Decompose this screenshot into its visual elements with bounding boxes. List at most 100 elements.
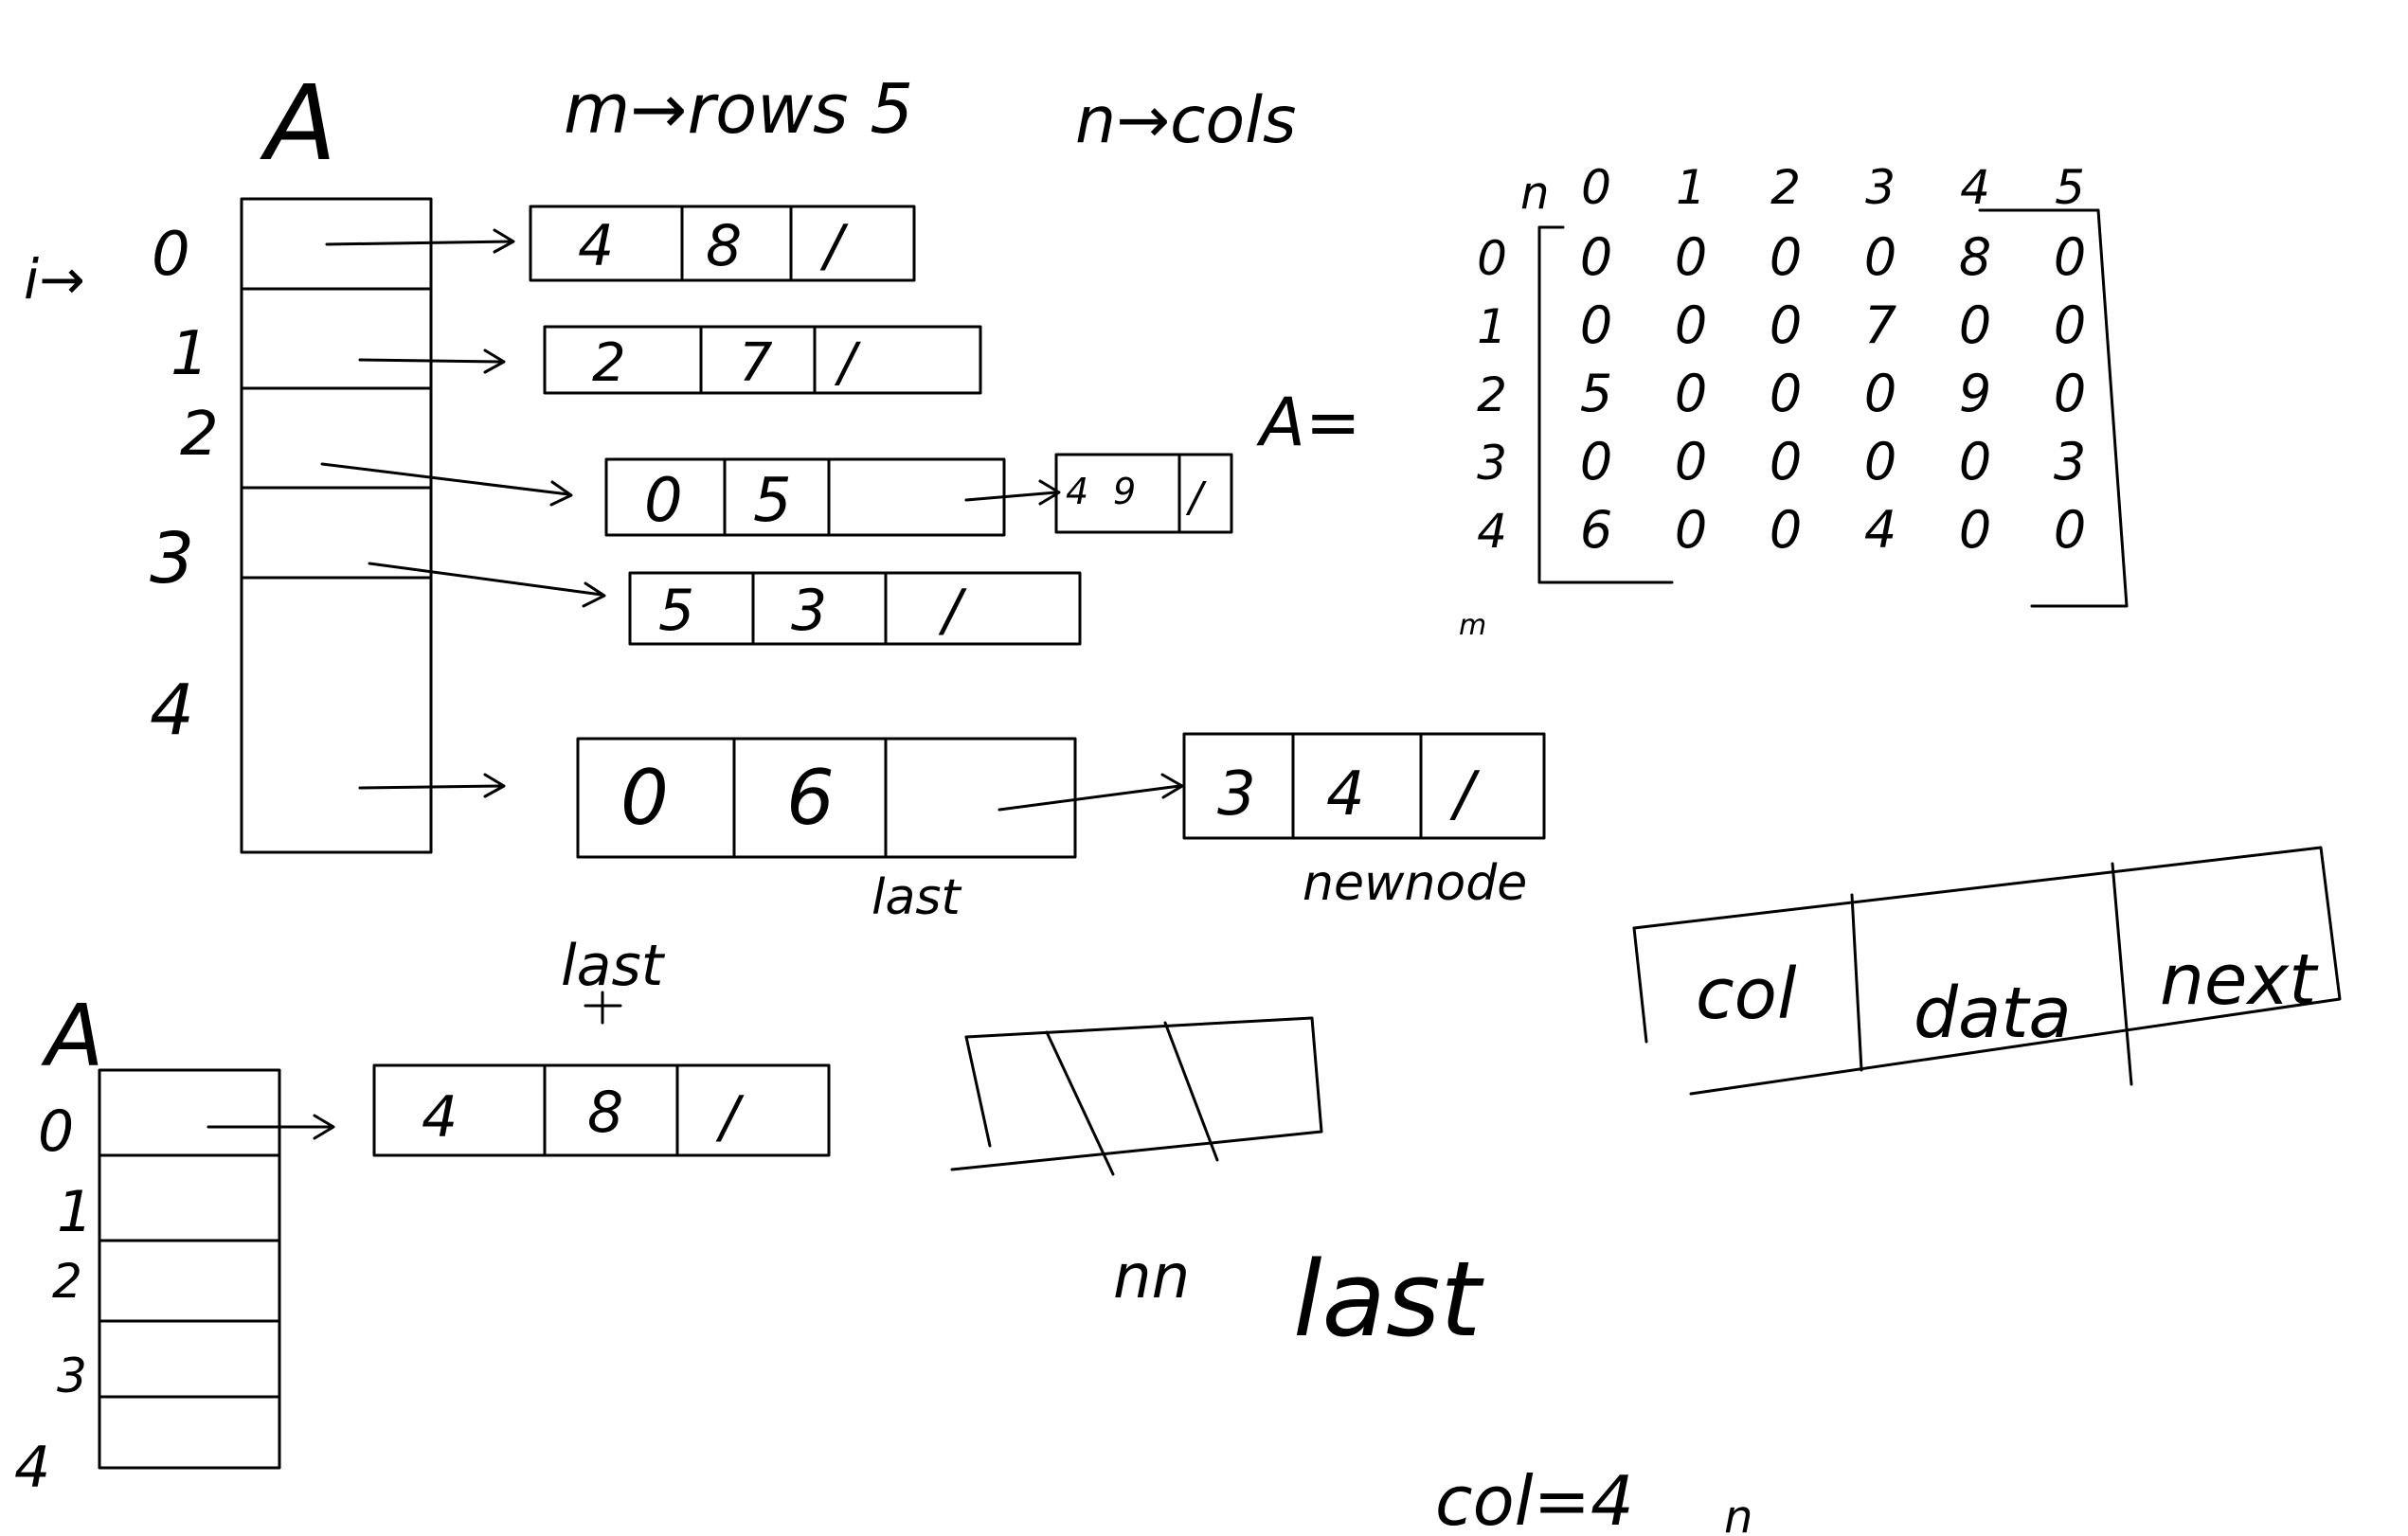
row-4-node-1-val: 4: [1326, 759, 1365, 830]
n-small-label: n: [1724, 1491, 1752, 1536]
bottom-node-col: 4: [422, 1084, 458, 1151]
matrix-cell-4-1: 0: [1675, 500, 1707, 560]
matrix-col-header-5: 5: [2055, 160, 2085, 215]
row-4-nodes: 0 6 3 4 /: [576, 732, 1546, 859]
row-4-node-0-col: 0: [620, 754, 669, 842]
matrix-cell-3-2: 0: [1770, 432, 1802, 491]
node-template-data: data: [1914, 973, 2072, 1054]
row-1-node: 2 7 /: [543, 325, 982, 395]
matrix-cell-2-2: 0: [1770, 364, 1802, 423]
row-2-node-0-col: 0: [644, 466, 683, 536]
array-name-A: A: [260, 63, 336, 184]
row-3-node-null: /: [938, 578, 967, 644]
matrix-row-header-0: 0: [1477, 231, 1507, 286]
matrix-cell-3-1: 0: [1675, 432, 1707, 491]
matrix-cell-2-1: 0: [1675, 364, 1707, 423]
row-4-node-1-null: /: [1449, 759, 1481, 830]
last-label-big: last: [1293, 1239, 1484, 1360]
matrix-left-bracket: [1537, 225, 1674, 584]
matrix-cell-1-1: 0: [1675, 295, 1707, 355]
matrix-cell-3-5: 3: [2054, 432, 2086, 491]
matrix-col-header-4: 4: [1960, 160, 1990, 215]
matrix-cell-4-0: 6: [1580, 500, 1612, 560]
cols-note: n→cols: [1075, 83, 1296, 158]
matrix-row-header-1: 1: [1477, 299, 1507, 354]
top-array-index-4: 4: [150, 670, 194, 751]
bottom-node-null: /: [715, 1084, 745, 1151]
row-1-node-col: 2: [592, 332, 626, 394]
last-label-lower: last: [561, 933, 666, 999]
row-2-node-1-val: 9: [1113, 471, 1136, 512]
matrix-cell-0-1: 0: [1675, 227, 1707, 287]
matrix-row-header-2: 2: [1477, 367, 1507, 422]
matrix-right-bracket: [1978, 208, 2129, 608]
bottom-node-val: 8: [587, 1080, 623, 1146]
matrix-cell-0-2: 0: [1770, 227, 1802, 287]
newnode-label: newnode: [1303, 855, 1527, 912]
matrix-cell-3-3: 0: [1864, 432, 1896, 491]
matrix-cell-3-4: 0: [1959, 432, 1991, 491]
row-3-node-col: 5: [658, 578, 694, 644]
matrix-cell-0-0: 0: [1580, 227, 1612, 287]
row-2-node-1-col: 4: [1066, 471, 1088, 512]
matrix-cell-4-4: 0: [1959, 500, 1991, 560]
top-array-index-1: 1: [171, 319, 209, 389]
nn-label: nn: [1113, 1242, 1190, 1313]
bottom-array-index-1: 1: [57, 1179, 93, 1245]
row-1-node-null: /: [834, 332, 861, 394]
row-3-node-val: 3: [791, 578, 827, 644]
m-small-label: m: [1459, 609, 1486, 642]
assign-label: A=: [1256, 384, 1361, 461]
col-note: col=4: [1435, 1461, 1634, 1536]
empty-node-sketch: [950, 1016, 1323, 1176]
matrix-cell-2-5: 0: [2054, 364, 2086, 423]
matrix-cell-4-5: 0: [2054, 500, 2086, 560]
row-2-node-1-null: /: [1185, 473, 1207, 522]
row-0-node-null: /: [819, 213, 849, 279]
node-template: col data next: [1632, 846, 2342, 1096]
pointer-row-1: [358, 358, 504, 364]
matrix-col-header-1: 1: [1676, 160, 1706, 215]
row-2-next-pointer: [964, 491, 1058, 502]
matrix-col-header-2: 2: [1770, 160, 1801, 215]
bottom-array-index-2: 2: [52, 1254, 82, 1309]
matrix-cell-0-4: 8: [1959, 227, 1991, 287]
matrix-cell-0-3: 0: [1864, 227, 1896, 287]
matrix-cell-3-0: 0: [1580, 432, 1612, 491]
bottom-array: A 0 1 2 3 4 4 8 /: [14, 987, 831, 1501]
top-array-index-2: 2: [180, 400, 219, 470]
node-template-next: next: [2160, 939, 2319, 1021]
matrix-cell-1-3: 7: [1864, 295, 1896, 355]
pointer-row-3: [368, 562, 603, 597]
n-corner-label: n: [1520, 167, 1549, 220]
matrix-col-header-0: 0: [1581, 160, 1611, 215]
bottom-array-name: A: [41, 987, 104, 1086]
pointer-row-2: [320, 462, 570, 496]
row-1-node-val: 7: [739, 332, 773, 394]
matrix-row-header-4: 4: [1477, 504, 1507, 559]
row-0-node-val: 8: [706, 213, 742, 279]
row-2-node-0-val: 5: [753, 466, 792, 536]
row-4-node-0-val: 6: [786, 754, 835, 842]
matrix-cell-4-3: 4: [1864, 500, 1896, 560]
row-2-nodes: 0 5 4 9 /: [604, 453, 1233, 537]
matrix-row-header-3: 3: [1477, 436, 1507, 491]
matrix-col-header-3: 3: [1865, 160, 1896, 215]
bottom-array-index-4: 4: [14, 1435, 50, 1501]
bottom-array-index-3: 3: [57, 1348, 87, 1403]
top-array-box: [240, 197, 433, 854]
matrix-cell-1-5: 0: [2054, 295, 2086, 355]
row-0-node-col: 4: [578, 213, 614, 279]
row-4-next-pointer: [997, 784, 1181, 812]
top-array-side-label: i→: [24, 247, 85, 312]
top-array-index-0: 0: [152, 220, 190, 290]
matrix-cell-4-2: 0: [1770, 500, 1802, 560]
matrix-cell-0-5: 0: [2054, 227, 2086, 287]
row-3-node: 5 3 /: [628, 571, 1082, 646]
row-4-node-1-col: 3: [1217, 759, 1256, 830]
matrix-cell-2-0: 5: [1580, 364, 1612, 423]
last-label-under-row-4: last: [872, 869, 961, 926]
top-array-index-3: 3: [150, 518, 194, 599]
